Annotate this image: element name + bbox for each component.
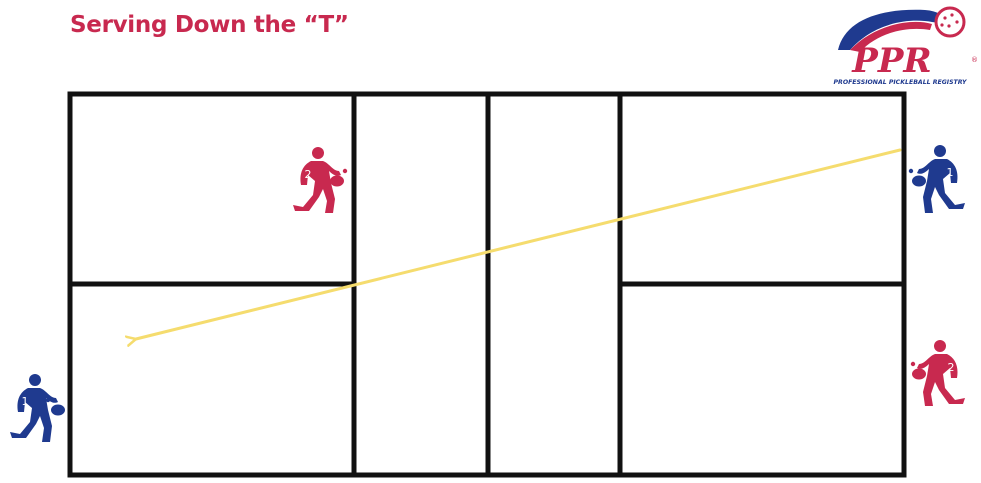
player-red-2-left: 2 [283,145,351,222]
player-number: 2 [305,168,312,181]
player-blue-1-right: 1 [905,143,975,224]
page-title: Serving Down the “T” [70,12,349,38]
player-blue-1-left: 1 [0,372,70,453]
ppr-logo: PPR ® PROFESSIONAL PICKLEBALL REGISTRY [820,0,981,92]
player-number: 2 [948,361,955,374]
logo-tagline: PROFESSIONAL PICKLEBALL REGISTRY [834,79,967,86]
player-number: 1 [22,395,29,408]
serve-arrow [136,148,902,339]
logo-registered: ® [971,56,978,64]
player-number: 1 [947,166,954,179]
logo-letters: PPR [851,41,931,81]
player-red-2-right: 2 [907,338,975,415]
